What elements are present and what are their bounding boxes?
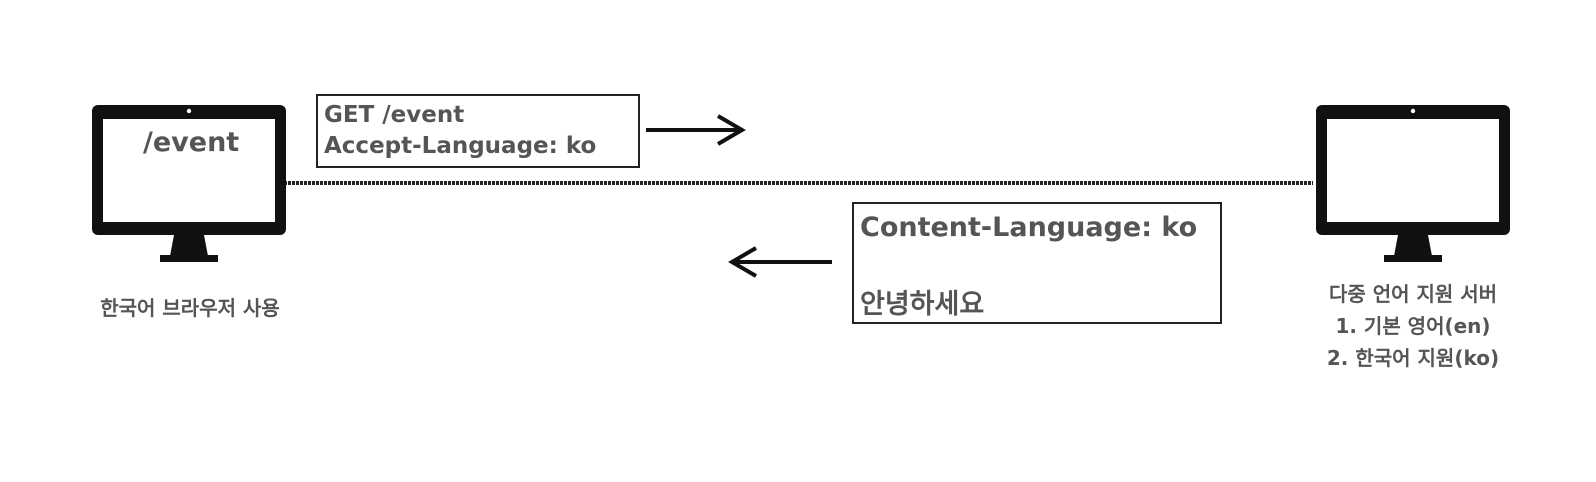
accept-language-header: Accept-Language: ko [324,133,597,159]
response-box: Content-Language: ko 안녕하세요 [852,202,1222,324]
server-computer [1316,105,1510,265]
response-arrow [728,246,832,278]
response-body: 안녕하세요 [860,289,985,320]
server-caption-line: 2. 한국어 지원(ko) [1326,346,1500,370]
server-caption-line: 다중 언어 지원 서버 [1328,282,1498,306]
monitor-icon [1316,105,1510,262]
screen-text: /event [143,127,240,158]
server-caption-line: 1. 기본 영어(en) [1335,314,1491,338]
client-computer: /event [92,105,286,265]
request-line: GET /event [324,102,465,128]
monitor-icon [92,105,286,262]
server-caption: 다중 언어 지원 서버 1. 기본 영어(en) 2. 한국어 지원(ko) [1263,278,1563,374]
content-language-header: Content-Language: ko [860,212,1198,243]
client-caption: 한국어 브라우저 사용 [100,296,280,320]
request-arrow [646,114,746,146]
request-box: GET /event Accept-Language: ko [316,94,640,168]
